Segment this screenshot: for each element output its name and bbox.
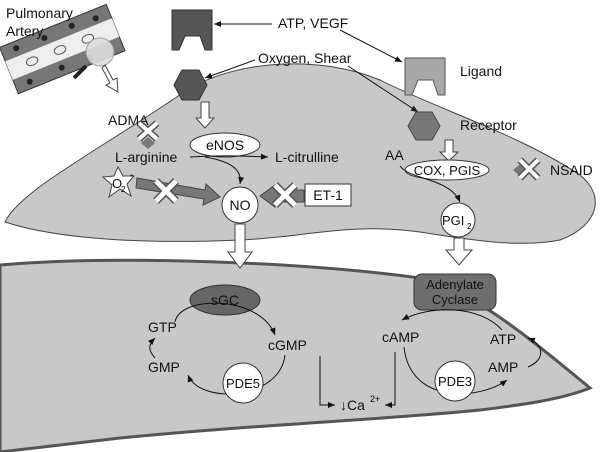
label-l-arginine: L-arginine [115,149,177,165]
et1-box [304,183,352,207]
label-cyclase: Cyclase [432,292,478,307]
label-et1: ET-1 [313,187,343,203]
label-o2-sub: 2 [121,185,126,194]
arrow-to-enos [194,101,216,129]
label-pgi-sub: 2 [467,222,472,231]
label-gmp: GMP [148,359,180,375]
label-l-citrulline: L-citrulline [275,149,339,165]
label-sgc: sGC [211,292,239,308]
dark-ligand [171,9,213,51]
label-atp: ATP [490,331,516,347]
label-ligand: Ligand [460,63,502,79]
label-cox-pgis: COX, PGIS [414,163,481,178]
pde5-circle [222,362,264,404]
label-pde3: PDE3 [438,374,472,389]
label-cgmp: cGMP [268,337,307,353]
receptor-hexagon [407,111,441,141]
label-receptor: Receptor [460,117,517,133]
pde3-circle [434,360,476,402]
pgi2-circle [440,202,476,238]
label-oxygen-shear: Oxygen, Shear [258,50,352,66]
label-artery: Artery [6,23,43,39]
label-o2-sup: - [130,170,133,181]
label-o2: O [112,176,122,191]
label-no: NO [230,197,251,213]
label-pde5: PDE5 [226,376,260,391]
arrow-no-to-smc [227,223,253,269]
pulmonary-artery-image [0,3,126,95]
arrow-to-cox [438,139,460,162]
label-amp: AMP [488,359,518,375]
superoxide-star [101,165,136,199]
adma-diamond [141,137,155,149]
arrow-pgi2-to-ac [444,237,474,266]
label-aa: AA [385,147,404,163]
enos-ellipse [189,132,261,158]
et1-block-x-icon [272,182,298,208]
light-ligand [404,57,446,96]
nsaid-block-x-icon [517,157,541,181]
label-camp: cAMP [382,329,419,345]
enos-receptor-hexagon [173,69,208,101]
no-circle [221,186,259,224]
label-nsaid: NSAID [550,162,593,178]
smooth-muscle-cell [0,258,593,452]
label-ca-sup: 2+ [370,394,380,404]
label-adenylate: Adenylate [426,277,484,292]
label-pulmonary: Pulmonary [6,5,73,21]
label-ca: ↓Ca [340,397,365,413]
label-pgi: PGI [442,213,464,228]
label-gtp: GTP [148,319,177,335]
label-enos: eNOS [206,137,244,153]
adma-block-x-icon [136,120,160,142]
o2-block-x-icon [153,178,179,204]
label-atp-vegf: ATP, VEGF [278,15,348,31]
